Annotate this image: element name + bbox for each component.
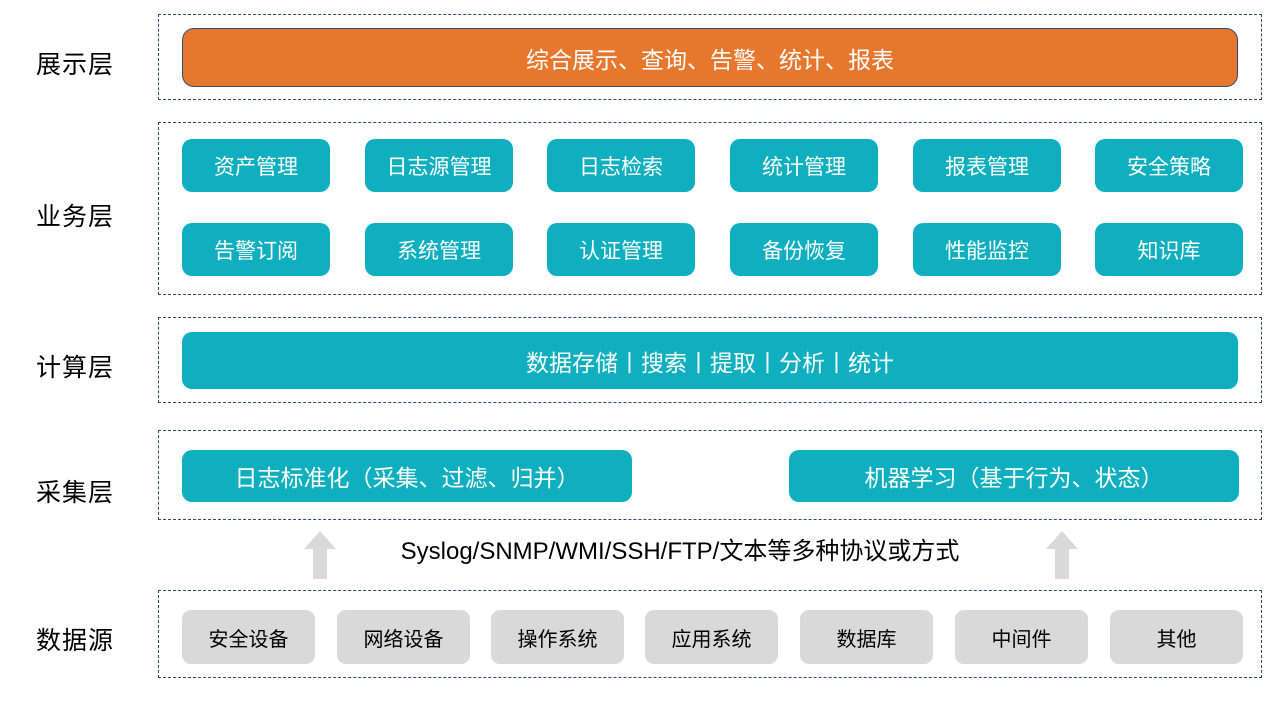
business-item-statistics-management[interactable]: 统计管理	[730, 139, 878, 192]
protocol-label: Syslog/SNMP/WMI/SSH/FTP/文本等多种协议或方式	[400, 538, 960, 565]
compute-banner[interactable]: 数据存储丨搜索丨提取丨分析丨统计	[182, 332, 1238, 389]
layer-label-compute: 计算层	[35, 354, 114, 382]
layer-label-collection: 采集层	[35, 479, 114, 507]
business-item-log-source-management[interactable]: 日志源管理	[365, 139, 513, 192]
collection-item-log-normalization[interactable]: 日志标准化（采集、过滤、归并）	[182, 450, 632, 502]
business-item-log-search[interactable]: 日志检索	[547, 139, 695, 192]
datasource-item-application-system[interactable]: 应用系统	[645, 610, 778, 664]
datasource-item-security-device[interactable]: 安全设备	[182, 610, 315, 664]
business-item-backup-restore[interactable]: 备份恢复	[730, 223, 878, 276]
business-item-system-management[interactable]: 系统管理	[365, 223, 513, 276]
datasource-item-database[interactable]: 数据库	[800, 610, 933, 664]
business-item-authentication-management[interactable]: 认证管理	[547, 223, 695, 276]
presentation-banner[interactable]: 综合展示、查询、告警、统计、报表	[182, 28, 1238, 87]
business-item-knowledge-base[interactable]: 知识库	[1095, 223, 1243, 276]
datasource-item-network-device[interactable]: 网络设备	[337, 610, 470, 664]
layer-label-presentation: 展示层	[35, 51, 114, 79]
arrow-up-icon-right	[1044, 529, 1080, 581]
business-item-asset-management[interactable]: 资产管理	[182, 139, 330, 192]
arrow-up-icon-left	[302, 529, 338, 581]
business-item-report-management[interactable]: 报表管理	[913, 139, 1061, 192]
layer-label-datasource: 数据源	[35, 627, 114, 655]
datasource-item-middleware[interactable]: 中间件	[955, 610, 1088, 664]
layer-container-business	[158, 122, 1262, 295]
layer-label-business: 业务层	[35, 203, 114, 231]
datasource-item-other[interactable]: 其他	[1110, 610, 1243, 664]
collection-item-machine-learning[interactable]: 机器学习（基于行为、状态）	[789, 450, 1239, 502]
business-item-alarm-subscription[interactable]: 告警订阅	[182, 223, 330, 276]
datasource-item-operating-system[interactable]: 操作系统	[491, 610, 624, 664]
business-item-security-policy[interactable]: 安全策略	[1095, 139, 1243, 192]
business-item-performance-monitoring[interactable]: 性能监控	[913, 223, 1061, 276]
